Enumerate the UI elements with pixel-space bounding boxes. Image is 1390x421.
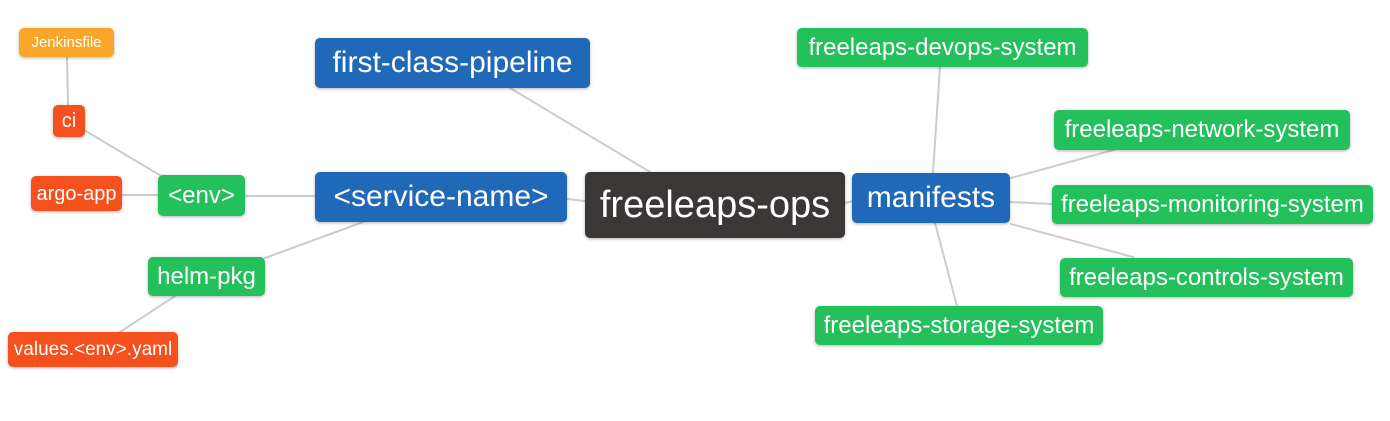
edge-ci-env [83, 129, 169, 181]
mindmap-node-argo-app[interactable]: argo-app [31, 176, 122, 211]
edge-first-class-pipeline-freeleaps-ops [509, 87, 651, 173]
mindmap-node-service-name[interactable]: <service-name> [315, 172, 567, 222]
mindmap-node-jenkinsfile[interactable]: Jenkinsfile [19, 28, 114, 57]
mindmap-node-controls-system[interactable]: freeleaps-controls-system [1060, 258, 1353, 297]
edge-manifests-devops-system [932, 66, 941, 174]
mindmap-node-devops-system[interactable]: freeleaps-devops-system [797, 28, 1088, 67]
mindmap-node-env[interactable]: <env> [158, 175, 245, 216]
mindmap-node-ci[interactable]: ci [53, 105, 85, 137]
edge-manifests-monitoring-system [1009, 201, 1053, 205]
mindmap-node-manifests[interactable]: manifests [852, 173, 1010, 223]
mindmap-node-values-env-yaml[interactable]: values.<env>.yaml [8, 332, 178, 367]
edge-values-env-yaml-helm-pkg [119, 295, 176, 333]
edge-manifests-controls-system [1010, 223, 1134, 258]
mindmap-node-freeleaps-ops[interactable]: freeleaps-ops [585, 172, 845, 238]
edge-freeleaps-ops-manifests [844, 200, 854, 204]
mindmap-node-monitoring-system[interactable]: freeleaps-monitoring-system [1052, 185, 1373, 224]
edge-manifests-storage-system [934, 222, 958, 307]
edge-service-name-freeleaps-ops [566, 198, 586, 202]
mindmap-node-storage-system[interactable]: freeleaps-storage-system [815, 306, 1103, 345]
mindmap-node-network-system[interactable]: freeleaps-network-system [1054, 110, 1350, 150]
edge-helm-pkg-service-name [264, 221, 364, 259]
edge-jenkinsfile-ci [66, 56, 69, 106]
mindmap-node-first-class-pipeline[interactable]: first-class-pipeline [315, 38, 590, 88]
edge-manifests-network-system [1010, 148, 1118, 179]
mindmap-node-helm-pkg[interactable]: helm-pkg [148, 257, 265, 296]
